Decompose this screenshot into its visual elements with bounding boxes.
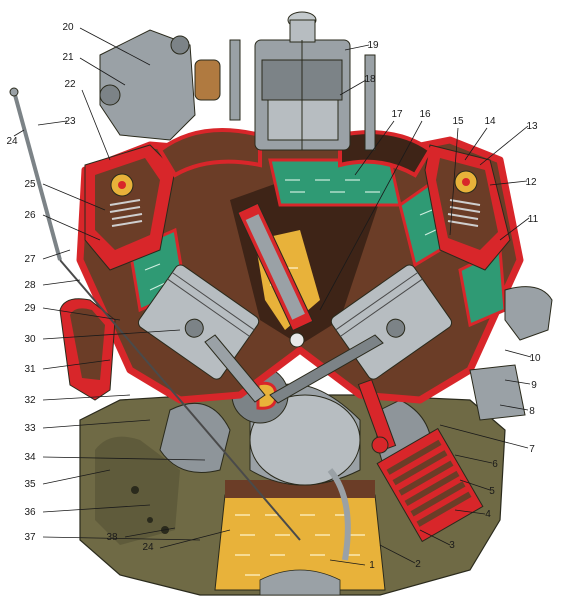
callout-number-14: 14	[484, 116, 496, 127]
callout-leader-23	[37, 120, 68, 126]
callout-leader-33	[42, 419, 151, 429]
callout-leader-37	[42, 536, 201, 541]
callout-leader-22	[81, 89, 111, 161]
callout-leader-38	[124, 527, 176, 538]
callout-number-18: 18	[364, 74, 376, 85]
callout-number-31: 31	[24, 364, 36, 375]
callout-leader-2	[379, 544, 416, 564]
callout-leader-20	[79, 27, 151, 66]
callout-number-20: 20	[62, 22, 74, 33]
callout-number-38: 38	[106, 532, 118, 543]
callout-number-11: 11	[528, 214, 539, 225]
callout-leader-32	[42, 394, 131, 401]
callout-number-34: 34	[24, 452, 36, 463]
callout-number-25: 25	[24, 179, 36, 190]
callout-number-8: 8	[529, 406, 535, 417]
callout-number-37: 37	[24, 532, 36, 543]
callout-leader-34	[42, 456, 206, 461]
callout-leader-25	[42, 183, 106, 211]
callout-leader-27	[42, 249, 71, 260]
callout-leader-35	[42, 469, 111, 485]
callout-leader-9	[504, 379, 531, 385]
callout-number-36: 36	[24, 507, 36, 518]
callout-leader-6	[454, 454, 493, 464]
callout-leader-11	[499, 217, 530, 241]
callout-number-6: 6	[492, 459, 498, 470]
callout-number-22: 22	[64, 79, 76, 90]
right-exhaust-manifold	[469, 286, 553, 421]
oil-pan	[214, 480, 386, 596]
callout-number-17: 17	[391, 109, 403, 120]
crankshaft	[159, 366, 433, 486]
callout-leader-4	[454, 509, 486, 515]
callout-number-15: 15	[452, 116, 464, 127]
callout-number-26: 26	[24, 210, 36, 221]
callout-leader-17	[354, 120, 395, 176]
left-cylinder-head	[84, 144, 176, 271]
carburetor	[254, 11, 376, 151]
callout-number-1: 1	[369, 560, 375, 571]
callout-leader-13	[479, 125, 529, 166]
distributor-drive	[237, 202, 314, 348]
callout-number-21: 21	[62, 52, 74, 63]
callout-number-33: 33	[24, 423, 36, 434]
oil-pickup-pipe	[327, 468, 351, 561]
callout-number-10: 10	[529, 353, 541, 364]
callout-number-19: 19	[367, 40, 379, 51]
callout-number-35: 35	[24, 479, 36, 490]
callout-leader-1	[329, 559, 366, 566]
callout-leader-31	[42, 359, 111, 370]
callout-leader-29	[42, 307, 121, 321]
callout-leader-26	[42, 214, 101, 241]
callout-number-32: 32	[24, 395, 36, 406]
callout-number-24: 24	[6, 136, 18, 147]
dipstick	[9, 87, 301, 541]
callout-leader-36	[42, 504, 151, 513]
callout-leader-21	[79, 57, 126, 86]
callout-number-7: 7	[529, 444, 535, 455]
connecting-rods	[204, 334, 384, 404]
callout-number-28: 28	[24, 280, 36, 291]
callout-leader-24	[159, 529, 231, 549]
callout-leader-10	[504, 349, 532, 358]
callout-leader-19	[344, 44, 370, 51]
callout-leader-14	[464, 127, 488, 161]
air-intake-housing	[99, 29, 241, 141]
callout-leader-16	[319, 120, 423, 311]
oil-pump-assembly	[357, 379, 484, 543]
callout-leader-12	[489, 180, 528, 186]
callout-leader-24	[13, 129, 25, 137]
callout-number-27: 27	[24, 254, 36, 265]
callout-number-24: 24	[142, 542, 154, 553]
callout-leader-15	[449, 127, 459, 236]
callout-number-12: 12	[525, 177, 537, 188]
callout-leader-5	[459, 479, 491, 491]
callout-number-23: 23	[64, 116, 76, 127]
callout-number-5: 5	[489, 486, 495, 497]
callout-number-2: 2	[415, 559, 421, 570]
callout-leader-8	[499, 404, 529, 411]
callout-number-13: 13	[526, 121, 538, 132]
callout-number-16: 16	[419, 109, 431, 120]
callout-number-4: 4	[485, 509, 491, 520]
callout-number-9: 9	[531, 380, 537, 391]
callout-number-30: 30	[24, 334, 36, 345]
callout-leader-3	[419, 529, 451, 546]
callout-number-29: 29	[24, 303, 36, 314]
right-cylinder-head	[424, 144, 511, 271]
callout-leader-7	[439, 424, 529, 449]
callout-number-3: 3	[449, 540, 455, 551]
callout-leader-30	[42, 329, 181, 340]
callout-leader-18	[339, 79, 367, 96]
callout-leader-28	[42, 279, 81, 286]
